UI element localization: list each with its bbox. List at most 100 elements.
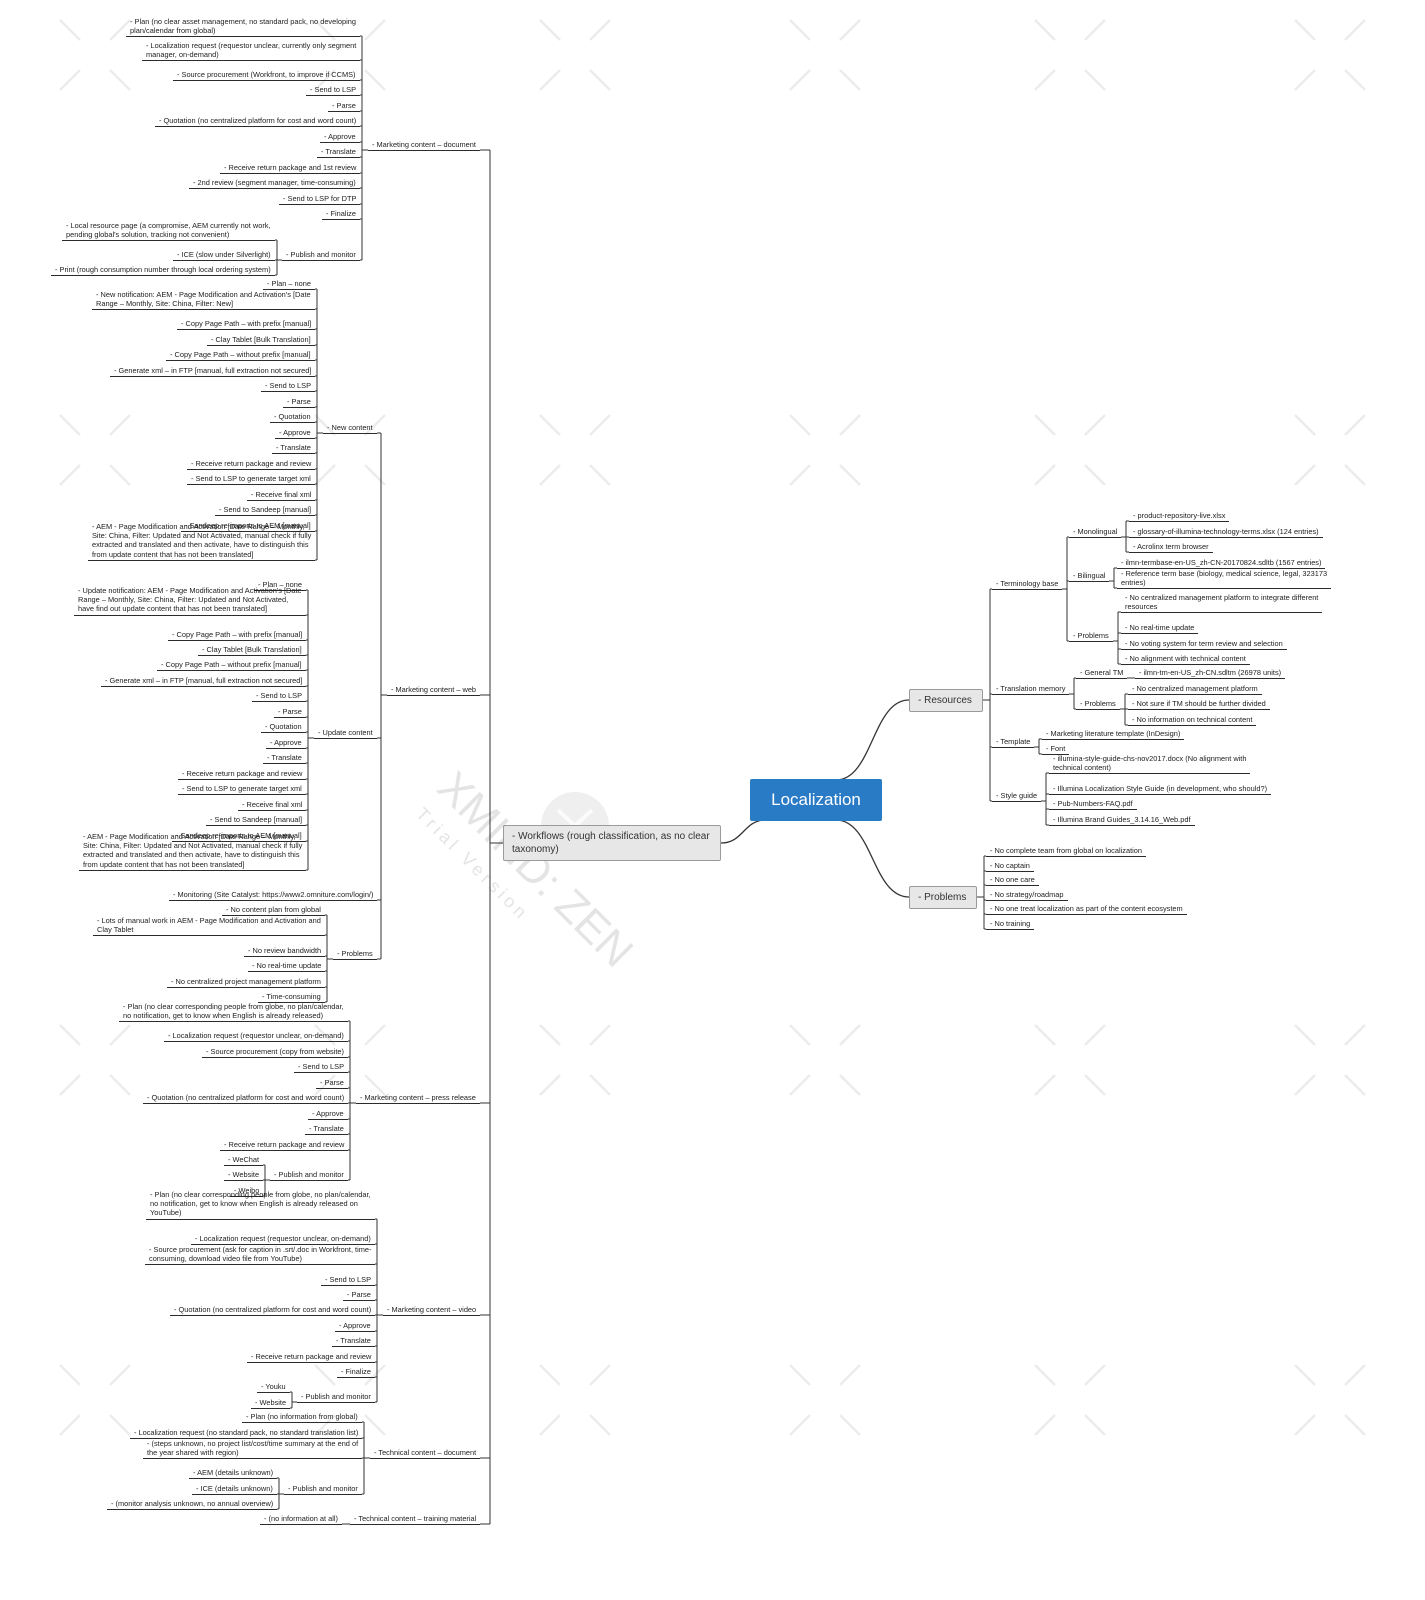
channel-youku[interactable]: - Youku <box>257 1382 290 1394</box>
step-approve[interactable]: - Approve <box>266 738 306 750</box>
step-translate[interactable]: - Translate <box>305 1124 348 1136</box>
step-send-to-sandeep-manual[interactable]: - Send to Sandeep [manual] <box>206 815 307 827</box>
channel-aem-details-unknown[interactable]: - AEM (details unknown) <box>189 1468 278 1480</box>
resource-item-no-voting-system-for-term-review-and-sel[interactable]: - No voting system for term review and s… <box>1121 639 1287 651</box>
step-clay-tablet-bulk-translation[interactable]: - Clay Tablet [Bulk Translation] <box>207 335 315 347</box>
resource-template[interactable]: - Template <box>992 737 1035 749</box>
subtopic-technical-content-training-material[interactable]: - Technical content – training material <box>350 1514 481 1526</box>
step-parse[interactable]: - Parse <box>274 707 306 719</box>
resource-translation-memory[interactable]: - Translation memory <box>992 684 1070 696</box>
channel-website[interactable]: - Website <box>224 1170 264 1182</box>
step-send-to-lsp[interactable]: - Send to LSP <box>261 381 316 393</box>
resource-item-no-centralized-management-platform-to-in[interactable]: - No centralized management platform to … <box>1121 593 1323 614</box>
problem-no-complete-team-from-global-on-localiza[interactable]: - No complete team from global on locali… <box>986 846 1146 858</box>
step-parse[interactable]: - Parse <box>316 1078 348 1090</box>
resource-item-pub-numbers-faq-pdf[interactable]: - Pub-Numbers-FAQ.pdf <box>1049 799 1137 811</box>
resource-item-illumina-brand-guides-3-14-16-web-pdf[interactable]: - Illumina Brand Guides_3.14.16_Web.pdf <box>1049 815 1195 827</box>
step-time-consuming[interactable]: - Time-consuming <box>258 992 325 1004</box>
step-quotation[interactable]: - Quotation <box>270 412 315 424</box>
resource-item-reference-term-base-biology-medical-scie[interactable]: - Reference term base (biology, medical … <box>1117 569 1332 590</box>
resource-terminology-base[interactable]: - Terminology base <box>992 579 1063 591</box>
step-copy-page-path-without-prefix-manual[interactable]: - Copy Page Path – without prefix [manua… <box>157 660 306 672</box>
step-sandeep-re-imports-to-aem-manual[interactable]: - Sandeep re-imports to AEM [manual] <box>172 831 306 843</box>
channel-print-rough-consumption-number-through-l[interactable]: - Print (rough consumption number throug… <box>51 265 275 277</box>
resource-item-font[interactable]: - Font <box>1042 744 1070 756</box>
resource-item-acrolinx-term-browser[interactable]: - Acrolinx term browser <box>1129 542 1213 554</box>
topic-problems[interactable]: - Problems <box>909 885 978 909</box>
channel-weibo[interactable]: - Weibo <box>230 1186 264 1198</box>
step-2nd-review-segment-manager-time-consumin[interactable]: - 2nd review (segment manager, time-cons… <box>189 178 360 190</box>
resource-sub-general-tm[interactable]: - General TM <box>1076 668 1128 680</box>
subtopic-marketing-content-document[interactable]: - Marketing content – document <box>368 140 480 152</box>
step-approve[interactable]: - Approve <box>308 1109 348 1121</box>
step-publish-and-monitor[interactable]: - Publish and monitor <box>297 1392 375 1404</box>
channel-local-resource-page-a-compromise-aem-cur[interactable]: - Local resource page (a compromise, AEM… <box>62 221 275 242</box>
step-finalize[interactable]: - Finalize <box>337 1367 375 1379</box>
problem-no-training[interactable]: - No training <box>986 919 1035 931</box>
step-copy-page-path-with-prefix-manual[interactable]: - Copy Page Path – with prefix [manual] <box>177 319 316 331</box>
step-translate[interactable]: - Translate <box>332 1336 375 1348</box>
channel-ice-details-unknown[interactable]: - ICE (details unknown) <box>192 1484 277 1496</box>
step-publish-and-monitor[interactable]: - Publish and monitor <box>282 250 360 262</box>
resource-item-marketing-literature-template-indesign[interactable]: - Marketing literature template (InDesig… <box>1042 729 1185 741</box>
step-send-to-lsp[interactable]: - Send to LSP <box>306 85 361 97</box>
step-approve[interactable]: - Approve <box>335 1321 375 1333</box>
step-send-to-lsp[interactable]: - Send to LSP <box>294 1062 349 1074</box>
step-translate[interactable]: - Translate <box>263 753 306 765</box>
topic-resources[interactable]: - Resources <box>909 688 983 712</box>
step-send-to-sandeep-manual[interactable]: - Send to Sandeep [manual] <box>215 505 316 517</box>
step-finalize[interactable]: - Finalize <box>322 209 360 221</box>
topic-workflows[interactable]: - Workflows (rough classification, as no… <box>503 825 721 861</box>
root-topic[interactable]: Localization <box>750 779 882 821</box>
step-aem-page-modification-and-activation-dat[interactable]: - AEM - Page Modification and Activation… <box>88 522 316 561</box>
problem-no-one-care[interactable]: - No one care <box>986 875 1039 887</box>
step-receive-return-package-and-review[interactable]: - Receive return package and review <box>178 769 307 781</box>
resource-item-no-centralized-management-platform[interactable]: - No centralized management platform <box>1128 684 1262 696</box>
step-localization-request-no-standard-pack-no[interactable]: - Localization request (no standard pack… <box>130 1428 363 1440</box>
step-translate[interactable]: - Translate <box>272 443 315 455</box>
step-new-notification-aem-page-modification-a[interactable]: - New notification: AEM - Page Modificat… <box>92 290 315 311</box>
step-plan-no-clear-corresponding-people-from-[interactable]: - Plan (no clear corresponding people fr… <box>146 1190 375 1220</box>
step-quotation-no-centralized-platform-for-co[interactable]: - Quotation (no centralized platform for… <box>170 1305 376 1317</box>
step-send-to-lsp-to-generate-target-xml[interactable]: - Send to LSP to generate target xml <box>187 474 315 486</box>
step-plan-none[interactable]: - Plan – none <box>254 580 306 592</box>
step-translate[interactable]: - Translate <box>317 147 360 159</box>
group-monitoring-site-catalyst-https-www2-omni[interactable]: - Monitoring (Site Catalyst: https://www… <box>169 890 378 902</box>
step-source-procurement-copy-from-website[interactable]: - Source procurement (copy from website) <box>202 1047 349 1059</box>
subtopic-marketing-content-press-release[interactable]: - Marketing content – press release <box>356 1093 480 1105</box>
step-lots-of-manual-work-in-aem-page-modifica[interactable]: - Lots of manual work in AEM - Page Modi… <box>93 916 325 937</box>
resource-item-ilmn-tm-en-us-zh-cn-sdltm-26978-units[interactable]: - ilmn-tm-en-US_zh-CN.sdltm (26978 units… <box>1135 668 1286 680</box>
resource-item-no-real-time-update[interactable]: - No real-time update <box>1121 623 1199 635</box>
step-approve[interactable]: - Approve <box>275 428 315 440</box>
step-send-to-lsp-to-generate-target-xml[interactable]: - Send to LSP to generate target xml <box>178 784 306 796</box>
step-plan-no-clear-asset-management-no-standa[interactable]: - Plan (no clear asset management, no st… <box>126 17 360 38</box>
step-localization-request-requestor-unclear-o[interactable]: - Localization request (requestor unclea… <box>164 1031 348 1043</box>
problem-no-one-treat-localization-as-part-of-the[interactable]: - No one treat localization as part of t… <box>986 904 1187 916</box>
step-copy-page-path-with-prefix-manual[interactable]: - Copy Page Path – with prefix [manual] <box>168 630 307 642</box>
step-plan-no-information-from-global[interactable]: - Plan (no information from global) <box>242 1412 362 1424</box>
step-send-to-lsp[interactable]: - Send to LSP <box>252 691 307 703</box>
resource-item-glossary-of-illumina-technology-terms-xl[interactable]: - glossary-of-illumina-technology-terms.… <box>1129 527 1323 539</box>
resource-sub-monolingual[interactable]: - Monolingual <box>1069 527 1122 539</box>
step-quotation[interactable]: - Quotation <box>261 722 306 734</box>
step-clay-tablet-bulk-translation[interactable]: - Clay Tablet [Bulk Translation] <box>198 645 306 657</box>
step-localization-request-requestor-unclear-c[interactable]: - Localization request (requestor unclea… <box>142 41 361 62</box>
resource-style-guide[interactable]: - Style guide <box>992 791 1042 803</box>
step-publish-and-monitor[interactable]: - Publish and monitor <box>270 1170 348 1182</box>
step-no-real-time-update[interactable]: - No real-time update <box>248 961 326 973</box>
channel-monitor-analysis-unknown-no-annual-overv[interactable]: - (monitor analysis unknown, no annual o… <box>107 1499 278 1511</box>
step-quotation-no-centralized-platform-for-co[interactable]: - Quotation (no centralized platform for… <box>143 1093 349 1105</box>
step-quotation-no-centralized-platform-for-co[interactable]: - Quotation (no centralized platform for… <box>155 116 361 128</box>
group-problems[interactable]: - Problems <box>333 949 377 961</box>
resource-sub-problems[interactable]: - Problems <box>1069 631 1113 643</box>
step-receive-final-xml[interactable]: - Receive final xml <box>238 800 307 812</box>
subtopic-technical-content-document[interactable]: - Technical content – document <box>370 1448 481 1460</box>
resource-item-illumina-localization-style-guide-in-dev[interactable]: - Illumina Localization Style Guide (in … <box>1049 784 1272 796</box>
step-no-review-bandwidth[interactable]: - No review bandwidth <box>244 946 326 958</box>
step-steps-unknown-no-project-list-cost-time-[interactable]: - (steps unknown, no project list/cost/t… <box>143 1439 363 1460</box>
step-send-to-lsp[interactable]: - Send to LSP <box>321 1275 376 1287</box>
step-generate-xml-in-ftp-manual-full-extracti[interactable]: - Generate xml – in FTP [manual, full ex… <box>101 676 307 688</box>
step-no-centralized-project-management-platfo[interactable]: - No centralized project management plat… <box>167 977 325 989</box>
step-receive-return-package-and-1st-review[interactable]: - Receive return package and 1st review <box>220 163 361 175</box>
step-parse[interactable]: - Parse <box>343 1290 375 1302</box>
